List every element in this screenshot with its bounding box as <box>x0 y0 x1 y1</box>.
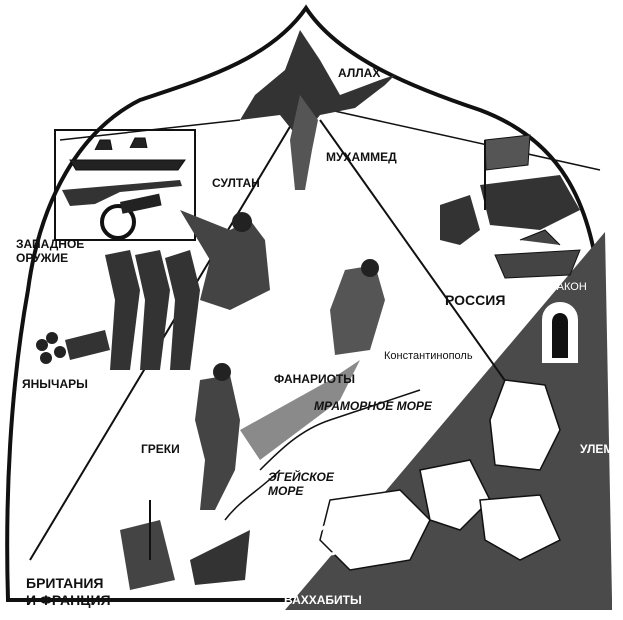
label-ulema: УЛЕМЫ <box>580 442 623 456</box>
beam-left <box>29 109 301 561</box>
warship-icon <box>69 137 186 171</box>
cannon-wheel-icon <box>100 204 136 240</box>
label-sultan: СУЛТАН <box>212 176 260 190</box>
label-marmara: МРАМОРНОЕ МОРЕ <box>314 399 432 413</box>
greek-shadow <box>240 360 360 460</box>
weapons-panel <box>54 129 196 241</box>
label-muhammed: МУХАММЕД <box>326 150 397 164</box>
label-phanariots: ФАНАРИОТЫ <box>274 372 355 386</box>
sea-coast <box>259 389 421 471</box>
russian-cavalry <box>440 175 580 245</box>
cannonballs <box>36 332 66 364</box>
label-britain-france: БРИТАНИЯ И ФРАНЦИЯ <box>26 575 111 608</box>
label-allah: АЛЛАХ <box>338 66 381 80</box>
russian-ship-icon <box>494 229 581 279</box>
label-law: ЗАКОН <box>550 281 587 293</box>
muhammed-figure <box>290 95 318 190</box>
ulema-figure <box>489 379 561 471</box>
cannon-icon <box>65 330 110 360</box>
label-greeks: ГРЕКИ <box>141 442 180 456</box>
label-constantinople: Константинополь <box>384 350 473 362</box>
beam-right <box>329 109 601 171</box>
phanariot-figure <box>330 265 385 355</box>
label-russia: РОССИЯ <box>445 292 506 308</box>
greek-figure <box>195 375 240 510</box>
wahhabi-shield-icon <box>314 524 346 556</box>
label-wahhabis: ВАХХАБИТЫ <box>284 593 362 607</box>
rifle-icon <box>62 180 182 206</box>
wahhabi-horsemen <box>319 459 561 571</box>
russian-flag-icon <box>484 134 531 171</box>
janissaries-group <box>105 250 200 370</box>
allah-figure <box>240 30 395 140</box>
sultan-figure <box>180 210 270 310</box>
label-aegean: ЭГЕЙСКОЕ МОРЕ <box>268 470 334 498</box>
britain-ships-icon <box>120 520 175 590</box>
label-janissaries: ЯНЫЧАРЫ <box>22 377 88 391</box>
beam-center <box>319 119 541 431</box>
label-western-weapons: ЗАПАДНОЕ ОРУЖИЕ <box>16 237 85 265</box>
